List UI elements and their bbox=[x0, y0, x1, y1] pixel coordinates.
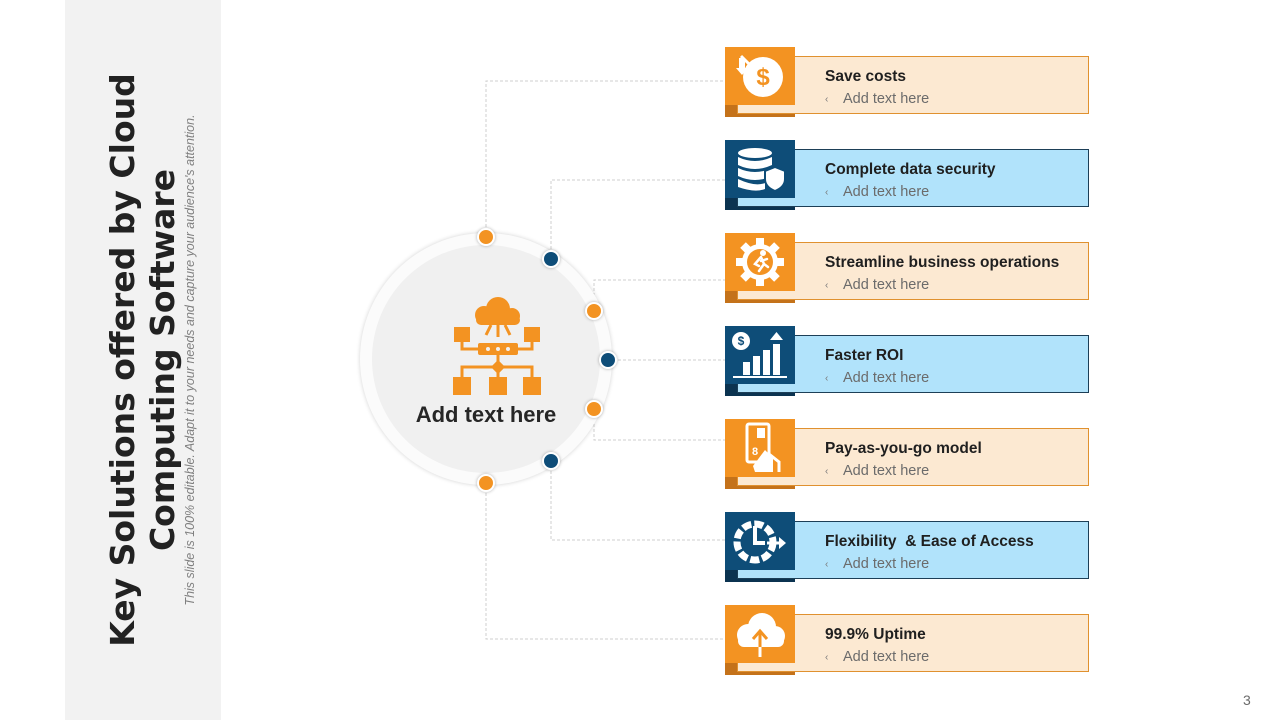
solution-item-faster-roi: $ Faster ROI ‹ Add text here bbox=[725, 326, 1091, 396]
bullet-marker: ‹ bbox=[825, 187, 829, 198]
solution-title: Complete data security bbox=[825, 161, 996, 178]
solution-card bbox=[737, 242, 1089, 300]
hub-node-2 bbox=[542, 250, 560, 268]
hub-node-6 bbox=[542, 452, 560, 470]
hub-node-5 bbox=[585, 400, 603, 418]
hub-node-4 bbox=[599, 351, 617, 369]
hub-node-3 bbox=[585, 302, 603, 320]
bullet-marker: ‹ bbox=[825, 652, 829, 663]
solution-text[interactable]: Add text here bbox=[843, 649, 930, 665]
solution-item-streamline: Streamline business operations ‹ Add tex… bbox=[725, 233, 1091, 303]
database-shield-icon bbox=[725, 140, 795, 198]
bullet-marker: ‹ bbox=[825, 280, 829, 291]
bar-growth-icon: $ bbox=[725, 326, 795, 384]
central-hub: Add text here bbox=[360, 233, 612, 485]
bullet-marker: ‹ bbox=[825, 559, 829, 570]
svg-text:$: $ bbox=[756, 64, 770, 91]
connector-7 bbox=[485, 483, 728, 640]
solution-title: Flexibility & Ease of Access bbox=[825, 533, 1034, 550]
card-payment-icon: 8 bbox=[725, 419, 795, 477]
connector-1 bbox=[485, 80, 728, 237]
solution-item-flexibility: Flexibility & Ease of Access ‹ Add text … bbox=[725, 512, 1091, 582]
solution-title: Save costs bbox=[825, 68, 906, 85]
hub-node-7 bbox=[477, 474, 495, 492]
solution-title: Pay-as-you-go model bbox=[825, 440, 982, 457]
solution-item-data-security: Complete data security ‹ Add text here bbox=[725, 140, 1091, 210]
solution-card bbox=[737, 149, 1089, 207]
connector-5 bbox=[593, 409, 728, 441]
hub-node-1 bbox=[477, 228, 495, 246]
solution-item-uptime: 99.9% Uptime ‹ Add text here bbox=[725, 605, 1091, 675]
solution-text[interactable]: Add text here bbox=[843, 463, 930, 479]
svg-text:8: 8 bbox=[752, 446, 758, 458]
title-sidebar bbox=[65, 0, 221, 720]
solution-card bbox=[737, 614, 1089, 672]
solution-title: Faster ROI bbox=[825, 347, 904, 364]
gear-runner-icon bbox=[725, 233, 795, 291]
solution-card bbox=[737, 428, 1089, 486]
hub-inner-circle: Add text here bbox=[372, 245, 600, 473]
solution-title: 99.9% Uptime bbox=[825, 626, 926, 643]
svg-text:$: $ bbox=[738, 334, 745, 348]
connector-2 bbox=[550, 179, 728, 259]
solution-title: Streamline business operations bbox=[825, 254, 1060, 271]
bullet-marker: ‹ bbox=[825, 94, 829, 105]
connector-3 bbox=[593, 279, 728, 311]
solution-card bbox=[737, 56, 1089, 114]
hub-label[interactable]: Add text here bbox=[415, 402, 557, 427]
solution-text[interactable]: Add text here bbox=[843, 556, 930, 572]
page-number: 3 bbox=[1243, 692, 1251, 708]
bullet-marker: ‹ bbox=[825, 373, 829, 384]
dollar-down-icon: $ bbox=[725, 47, 795, 105]
clock-arrow-icon bbox=[725, 512, 795, 570]
bullet-marker: ‹ bbox=[825, 466, 829, 477]
solution-item-pay-as-you-go: 8 Pay-as-you-go model ‹ Add text here bbox=[725, 419, 1091, 489]
solution-card bbox=[737, 335, 1089, 393]
connector-6 bbox=[550, 461, 728, 541]
solution-text[interactable]: Add text here bbox=[843, 370, 930, 386]
solution-text[interactable]: Add text here bbox=[843, 184, 930, 200]
solution-card bbox=[737, 521, 1089, 579]
solution-item-save-costs: $ Save costs ‹ Add text here bbox=[725, 47, 1091, 117]
cloud-upload-icon bbox=[725, 605, 795, 663]
solution-text[interactable]: Add text here bbox=[843, 91, 930, 107]
cloud-network-icon bbox=[452, 297, 542, 402]
solution-text[interactable]: Add text here bbox=[843, 277, 930, 293]
